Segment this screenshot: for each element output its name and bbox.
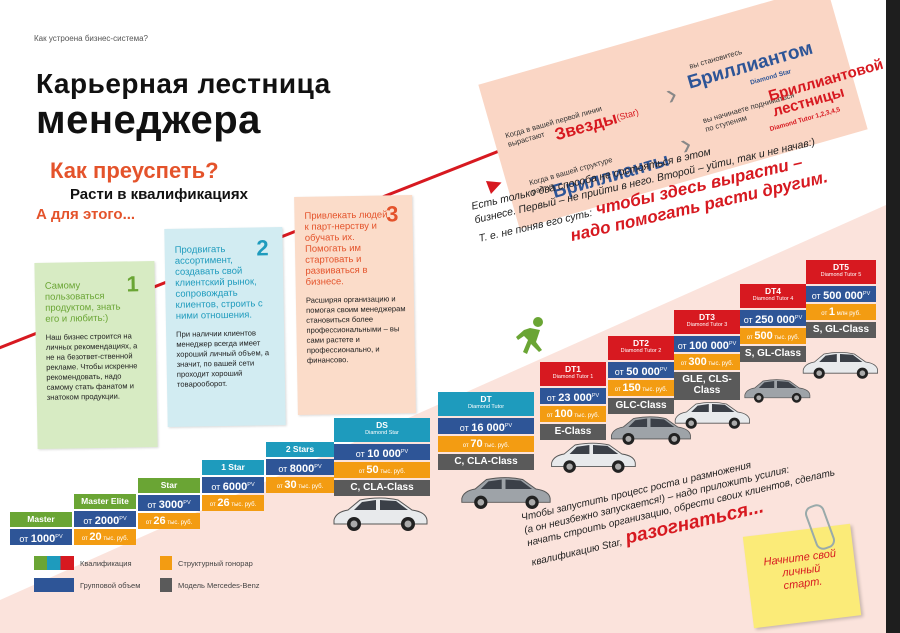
- page-edge: [886, 0, 900, 633]
- ladder-group-volume: от 1000PV: [10, 529, 72, 545]
- legend-group: Групповой объем: [80, 581, 141, 590]
- ladder-bonus: от 70 тыс. руб.: [438, 436, 534, 452]
- step-heading: Привлекать людей к парт-нерству и обучат…: [304, 209, 388, 288]
- car-icon: [551, 442, 636, 473]
- car-icon: [744, 379, 811, 403]
- car-icon: [802, 351, 878, 379]
- ladder-group-volume: от 10 000PV: [334, 444, 430, 460]
- ladder-car-model: C, CLA-Class: [334, 480, 430, 496]
- ladder-bonus: от 300 тыс. руб.: [674, 354, 740, 370]
- subtitle-forthis: А для этого...: [36, 206, 136, 223]
- step-body: Расширяя организацию и помогая своим мен…: [305, 294, 406, 365]
- car-icon: [610, 416, 691, 445]
- step-card-1: 1 Самому пользоваться продуктом, знать е…: [34, 260, 158, 450]
- step-card-3: 3 Привлекать людей к парт-нерству и обуч…: [294, 194, 416, 416]
- car-icon: [333, 497, 428, 531]
- ladder-bonus: от 30 тыс. руб.: [266, 477, 334, 493]
- ladder-qualification: 1 Star: [202, 460, 264, 475]
- ladder-car-model: GLE, CLS-Class: [674, 372, 740, 400]
- subtitle-how: Как преуспеть?: [50, 158, 219, 183]
- step-body: Наш бизнес строится на личных рекомендац…: [45, 331, 138, 402]
- legend-swatch-group: [34, 578, 74, 592]
- step-heading: Продвигать ассортимент, создавать свой к…: [174, 243, 263, 322]
- ladder-group-volume: от 6000PV: [202, 477, 264, 493]
- ladder-bonus: от 500 тыс. руб.: [740, 328, 806, 344]
- ladder-car-model: S, GL-Class: [740, 346, 806, 362]
- step-number: 1: [126, 271, 139, 297]
- runner-icon: [516, 317, 543, 354]
- car-icon: [461, 477, 551, 509]
- ladder-qualification: Master: [10, 512, 72, 527]
- step-card-2: 2 Продвигать ассортимент, создавать свой…: [164, 226, 286, 428]
- section-header: Как устроена бизнес-система?: [34, 34, 148, 43]
- ladder-group-volume: от 3000PV: [138, 495, 200, 511]
- ladder-bonus: от 1 млн руб.: [806, 304, 876, 320]
- step-number: 3: [385, 201, 399, 227]
- title-line-1: Карьерная лестница: [36, 68, 331, 99]
- ladder-group-volume: от 2000PV: [74, 511, 136, 527]
- ladder-group-volume: от 23 000PV: [540, 388, 606, 404]
- ladder-car-model: C, CLA-Class: [438, 454, 534, 470]
- ladder-group-volume: от 50 000PV: [608, 362, 674, 378]
- ladder-qualification: Star: [138, 478, 200, 493]
- legend-model: Модель Mercedes-Benz: [178, 581, 260, 590]
- ladder-qualification: 2 Stars: [266, 442, 334, 457]
- step-body: При наличии клиентов менеджер всегда име…: [176, 328, 270, 389]
- legend-qualification: Квалификация: [80, 559, 132, 568]
- ladder-bonus: от 26 тыс. руб.: [138, 513, 200, 529]
- ladder-bonus: от 20 тыс. руб.: [74, 529, 136, 545]
- chevron-right-icon: ›: [662, 77, 681, 112]
- car-icon: [674, 401, 750, 429]
- legend-swatch-model: [160, 578, 172, 592]
- step-heading: Самому пользоваться продуктом, знать его…: [44, 280, 121, 325]
- ladder-bonus: от 150 тыс. руб.: [608, 380, 674, 396]
- ladder-group-volume: от 16 000PV: [438, 418, 534, 434]
- legend-swatch-bonus: [160, 556, 172, 570]
- sticky-text: Начните свой личный старт.: [762, 547, 837, 593]
- title-line-2: менеджера: [36, 98, 261, 142]
- step-number: 2: [256, 235, 269, 261]
- promo-line1-tag: (Star): [615, 106, 640, 123]
- subtitle-grow: Расти в квалификациях: [70, 186, 248, 203]
- legend-swatch-qualification: [34, 556, 74, 570]
- legend-bonus: Структурный гонорар: [178, 559, 253, 568]
- ladder-car-model: GLC-Class: [608, 398, 674, 414]
- ladder-group-volume: от 250 000PV: [740, 310, 806, 326]
- ladder-car-model: S, GL-Class: [806, 322, 876, 338]
- sticky-note: Начните свой личный старт.: [742, 523, 862, 629]
- ladder-bonus: от 100 тыс. руб.: [540, 406, 606, 422]
- ladder-bonus: от 26 тыс. руб.: [202, 495, 264, 511]
- ladder-group-volume: от 8000PV: [266, 459, 334, 475]
- ladder-qualification: Master Elite: [74, 494, 136, 509]
- ladder-group-volume: от 500 000PV: [806, 286, 876, 302]
- ladder-bonus: от 50 тыс. руб.: [334, 462, 430, 478]
- ladder-car-model: E-Class: [540, 424, 606, 440]
- growth-arrow-head: [485, 175, 505, 195]
- ladder-group-volume: от 100 000PV: [674, 336, 740, 352]
